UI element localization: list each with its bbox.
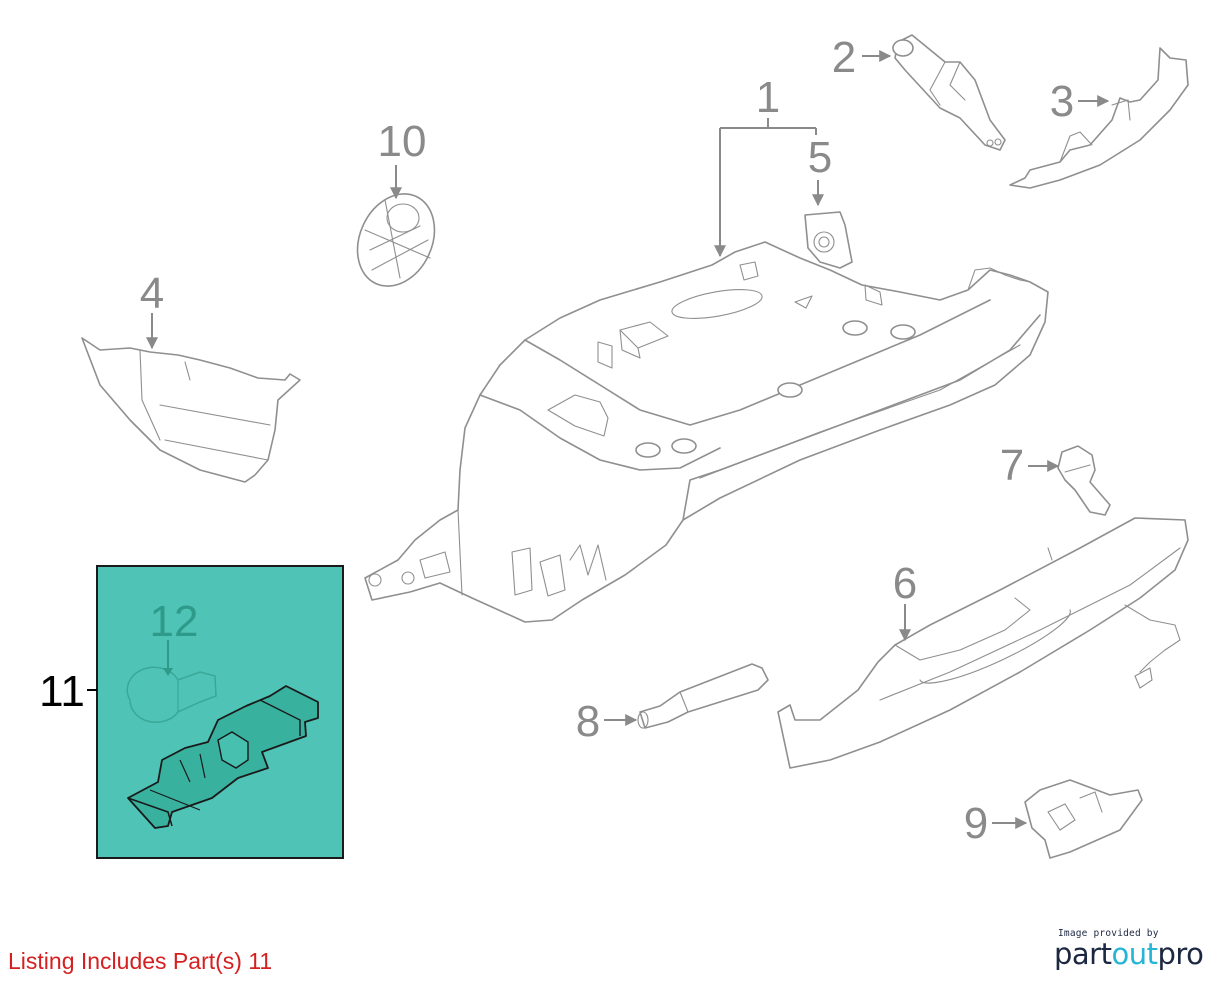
callout-leaders xyxy=(87,50,1110,829)
part-3-bracket xyxy=(1009,47,1189,189)
callout-10: 10 xyxy=(378,117,427,166)
image-credit: Image provided by partoutpro xyxy=(1054,928,1204,971)
callout-1: 1 xyxy=(756,73,780,122)
callout-3: 3 xyxy=(1050,77,1074,126)
part-1-glove-box-body xyxy=(364,241,1049,623)
logo-part: part xyxy=(1054,937,1112,971)
part-12-bulb xyxy=(126,666,217,724)
listing-includes-text: Listing Includes Part(s) 11 xyxy=(8,948,273,974)
callout-11: 11 xyxy=(39,667,85,716)
part-9-latch xyxy=(1024,779,1143,859)
callout-2: 2 xyxy=(832,33,856,82)
part-8-rod xyxy=(637,663,769,729)
logo-out: out xyxy=(1111,937,1158,971)
callout-12: 12 xyxy=(150,597,199,646)
callout-9: 9 xyxy=(964,799,988,848)
part-7-bolt xyxy=(1057,445,1111,516)
callout-7: 7 xyxy=(1000,441,1024,490)
credit-caption: Image provided by xyxy=(1058,928,1159,939)
callout-5: 5 xyxy=(808,133,832,182)
part-10-round-cover xyxy=(356,193,436,287)
callout-8: 8 xyxy=(576,697,600,746)
part-6-glove-box-door xyxy=(777,517,1189,769)
partoutpro-logo: partoutpro xyxy=(1054,937,1204,971)
callout-6: 6 xyxy=(893,559,917,608)
logo-pro: pro xyxy=(1157,937,1204,971)
part-11-highlight-box xyxy=(96,565,344,859)
part-4-side-panel xyxy=(81,337,301,483)
part-2-damper xyxy=(892,34,1006,151)
part-5-clip xyxy=(804,211,853,269)
callout-4: 4 xyxy=(140,269,164,318)
